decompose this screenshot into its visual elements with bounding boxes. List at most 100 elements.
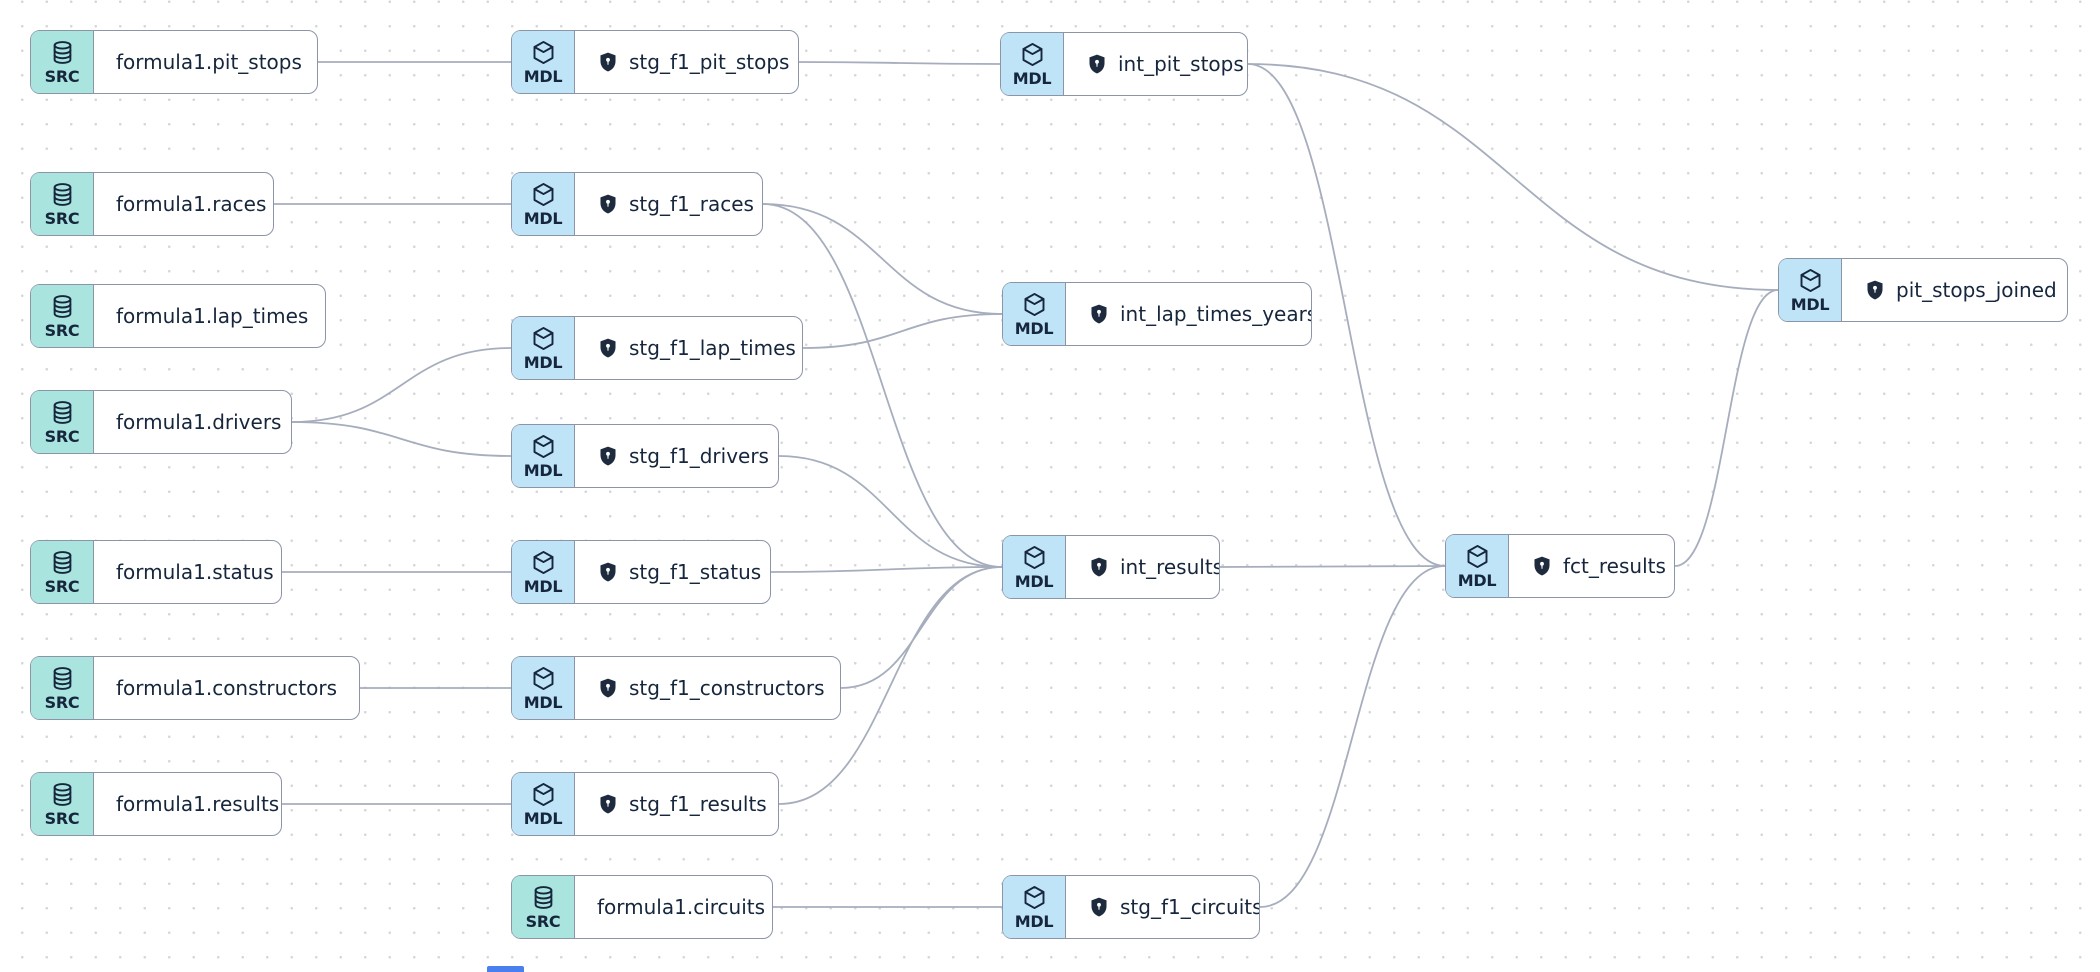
node-type-text: MDL	[1012, 69, 1052, 88]
node-stg_constructors[interactable]: MDL stg_f1_constructors	[511, 656, 841, 720]
node-pit_stops_joined[interactable]: MDL pit_stops_joined	[1778, 258, 2068, 322]
node-type-text: SRC	[44, 809, 80, 828]
node-type-badge: SRC	[31, 285, 94, 347]
node-label-text: stg_f1_circuits	[1120, 895, 1259, 919]
cube-icon	[533, 666, 553, 691]
shield-lock-icon	[600, 338, 616, 358]
node-type-badge: MDL	[1446, 535, 1509, 597]
node-type-text: MDL	[1457, 571, 1497, 590]
node-type-badge: SRC	[31, 541, 94, 603]
cube-icon	[1024, 885, 1044, 910]
node-label: formula1.status	[94, 541, 281, 603]
edge-stg_circuits-to-fct_results	[1259, 565, 1446, 908]
cube-icon	[533, 782, 553, 807]
node-label-text: stg_f1_status	[629, 560, 762, 584]
node-type-badge: MDL	[1003, 536, 1066, 598]
node-int_pit_stops[interactable]: MDL int_pit_stops	[1000, 32, 1248, 96]
edge-fct_results-to-pit_stops_joined	[1674, 289, 1779, 567]
edge-stg_pit_stops-to-int_pit_stops	[798, 61, 1001, 65]
node-type-text: MDL	[523, 577, 563, 596]
node-label-text: formula1.lap_times	[116, 304, 309, 328]
edge-int_pit_stops-to-fct_results	[1247, 63, 1446, 567]
node-type-text: SRC	[44, 321, 80, 340]
shield-lock-icon	[600, 678, 616, 698]
database-icon	[53, 401, 71, 424]
node-label-text: stg_f1_races	[629, 192, 754, 216]
node-type-badge: MDL	[512, 173, 575, 235]
edge-stg_results-to-int_results	[778, 566, 1003, 805]
database-icon	[53, 551, 71, 574]
node-type-badge: MDL	[1003, 283, 1066, 345]
node-type-text: SRC	[44, 693, 80, 712]
shield-lock-icon	[600, 194, 616, 214]
edge-stg_races-to-int_lap_times_years	[762, 203, 1003, 315]
node-src_constructors[interactable]: SRC formula1.constructors	[30, 656, 360, 720]
cube-icon	[1467, 544, 1487, 569]
database-icon	[53, 667, 71, 690]
node-label: pit_stops_joined	[1842, 259, 2067, 321]
node-label: stg_f1_pit_stops	[575, 31, 798, 93]
node-type-badge: SRC	[512, 876, 575, 938]
node-int_results[interactable]: MDL int_results	[1002, 535, 1220, 599]
node-label-text: formula1.pit_stops	[116, 50, 302, 74]
cube-icon	[1024, 292, 1044, 317]
node-label: stg_f1_circuits	[1066, 876, 1259, 938]
node-type-text: SRC	[44, 67, 80, 86]
node-label: int_lap_times_years	[1066, 283, 1311, 345]
node-type-text: MDL	[1014, 319, 1054, 338]
edge-stg_status-to-int_results	[770, 566, 1003, 573]
shield-lock-icon	[600, 794, 616, 814]
node-type-text: MDL	[523, 693, 563, 712]
database-icon	[53, 41, 71, 64]
cube-icon	[1800, 268, 1820, 293]
cube-icon	[1024, 545, 1044, 570]
cube-icon	[533, 434, 553, 459]
node-type-text: MDL	[523, 809, 563, 828]
node-label-text: formula1.drivers	[116, 410, 282, 434]
node-int_lap_times_years[interactable]: MDL int_lap_times_years	[1002, 282, 1312, 346]
node-type-badge: MDL	[512, 425, 575, 487]
shield-lock-icon	[1091, 557, 1107, 577]
node-label: formula1.circuits	[575, 876, 772, 938]
node-type-badge: SRC	[31, 773, 94, 835]
node-label: int_pit_stops	[1064, 33, 1247, 95]
node-label-text: int_pit_stops	[1118, 52, 1244, 76]
node-stg_status[interactable]: MDL stg_f1_status	[511, 540, 771, 604]
database-icon	[53, 295, 71, 318]
node-src_lap_times[interactable]: SRC formula1.lap_times	[30, 284, 326, 348]
node-type-text: MDL	[1790, 295, 1830, 314]
node-label-text: formula1.constructors	[116, 676, 337, 700]
node-label: stg_f1_lap_times	[575, 317, 802, 379]
node-label: formula1.drivers	[94, 391, 291, 453]
shield-lock-icon	[600, 446, 616, 466]
cube-icon	[533, 40, 553, 65]
node-type-badge: MDL	[512, 657, 575, 719]
node-src_pit_stops[interactable]: SRC formula1.pit_stops	[30, 30, 318, 94]
node-stg_races[interactable]: MDL stg_f1_races	[511, 172, 763, 236]
node-type-text: SRC	[44, 209, 80, 228]
node-label: stg_f1_constructors	[575, 657, 840, 719]
edge-src_drivers-to-stg_lap_times	[291, 347, 512, 423]
node-label-text: stg_f1_pit_stops	[629, 50, 790, 74]
node-label: formula1.constructors	[94, 657, 359, 719]
node-label: int_results	[1066, 536, 1219, 598]
cube-icon	[533, 550, 553, 575]
node-type-text: MDL	[523, 209, 563, 228]
node-label-text: int_results	[1120, 555, 1219, 579]
node-label-text: pit_stops_joined	[1896, 278, 2057, 302]
node-type-badge: MDL	[1001, 33, 1064, 95]
node-label-text: stg_f1_lap_times	[629, 336, 796, 360]
node-type-text: MDL	[523, 461, 563, 480]
